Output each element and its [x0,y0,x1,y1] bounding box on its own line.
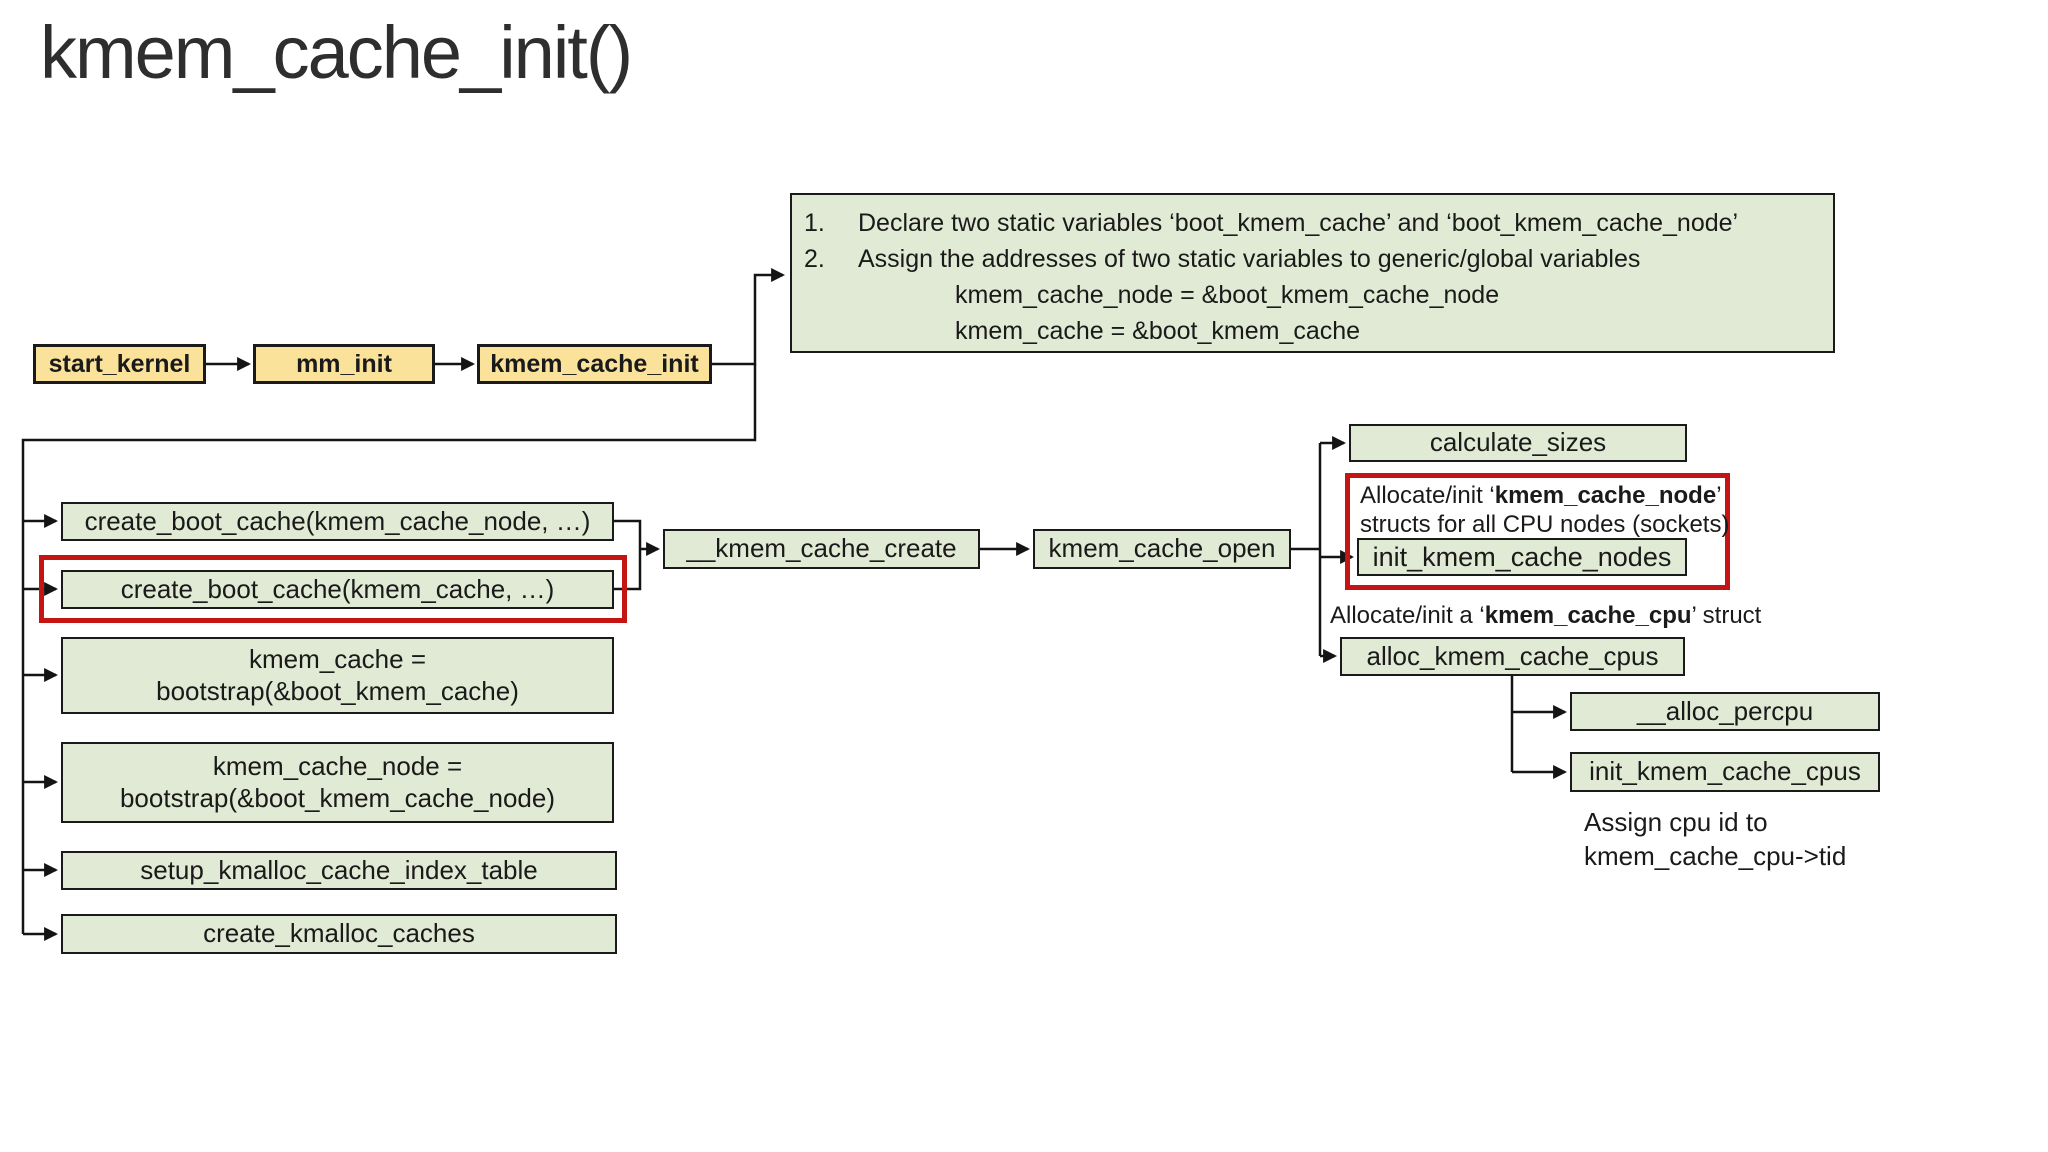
node-bootstrap-kmem-cache-node-line1: kmem_cache_node = [212,751,463,782]
node-alloc-percpu: __alloc_percpu [1570,692,1880,731]
note-box: 1. Declare two static variables ‘boot_km… [790,193,1835,353]
node-kmem-cache-init: kmem_cache_init [477,344,712,384]
note-item-2-number: 2. [804,245,825,273]
node-alloc-kmem-cache-cpus: alloc_kmem_cache_cpus [1340,637,1685,676]
note-item-1-text: Declare two static variables ‘boot_kmem_… [858,209,1739,237]
node-init-kmem-cache-nodes: init_kmem_cache_nodes [1357,538,1687,576]
node-bootstrap-kmem-cache-node-line2: bootstrap(&boot_kmem_cache_node) [119,782,556,813]
note-code-line-1: kmem_cache_node = &boot_kmem_cache_node [955,281,1500,309]
node-create-boot-cache-node: create_boot_cache(kmem_cache_node, …) [61,502,614,541]
note-kmem-cache-node-post: ’ [1716,482,1722,509]
note-item-2: 2. Assign the addresses of two static va… [792,241,1823,277]
note-assign-cpu-id: Assign cpu id to kmem_cache_cpu->tid [1584,805,1846,873]
node-setup-kmalloc-cache-index-table: setup_kmalloc_cache_index_table [61,851,617,890]
node-create-kmalloc-caches: create_kmalloc_caches [61,914,617,954]
node-mm-init: mm_init [253,344,435,384]
note-item-1: 1. Declare two static variables ‘boot_km… [792,205,1823,241]
note-assign-cpu-id-line2: kmem_cache_cpu->tid [1584,841,1847,871]
page-title: kmem_cache_init() [40,11,633,94]
node-kmem-cache-create: __kmem_cache_create [663,529,980,569]
node-kmem-cache-open: kmem_cache_open [1033,529,1291,569]
note-code-line-2: kmem_cache = &boot_kmem_cache [955,317,1361,345]
note-assign-cpu-id-line1: Assign cpu id to [1584,807,1768,837]
node-init-kmem-cache-cpus: init_kmem_cache_cpus [1570,752,1880,792]
note-kmem-cache-node-pre: Allocate/init ‘ [1360,482,1495,509]
note-kmem-cache-cpu-pre: Allocate/init a ‘ [1330,602,1485,629]
note-kmem-cache-cpu-bold: kmem_cache_cpu [1484,602,1692,629]
node-bootstrap-kmem-cache: kmem_cache = bootstrap(&boot_kmem_cache) [61,637,614,714]
highlight-init-kmem-cache-nodes [1345,473,1730,590]
node-start-kernel: start_kernel [33,344,206,384]
note-kmem-cache-node-line2: structs for all CPU nodes (sockets) [1360,511,1730,538]
node-bootstrap-kmem-cache-node: kmem_cache_node = bootstrap(&boot_kmem_c… [61,742,614,823]
note-item-1-number: 1. [804,209,825,237]
note-item-2-text: Assign the addresses of two static varia… [858,245,1641,273]
node-bootstrap-kmem-cache-line2: bootstrap(&boot_kmem_cache) [156,675,519,706]
note-kmem-cache-cpu: Allocate/init a ‘kmem_cache_cpu’ struct [1330,601,1761,630]
note-kmem-cache-cpu-post: ’ struct [1691,602,1762,629]
note-kmem-cache-node: Allocate/init ‘kmem_cache_node’ [1360,481,1722,510]
note-kmem-cache-node-bold: kmem_cache_node [1494,482,1717,509]
highlight-create-boot-cache [39,555,627,623]
node-bootstrap-kmem-cache-line1: kmem_cache = [248,644,427,675]
node-calculate-sizes: calculate_sizes [1349,424,1687,462]
